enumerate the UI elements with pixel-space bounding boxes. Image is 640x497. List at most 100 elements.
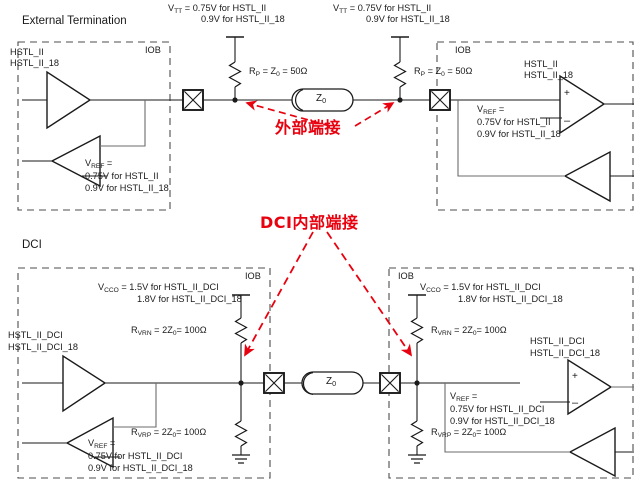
vref-left-v: V xyxy=(85,158,92,168)
top-right-io-pad-x xyxy=(431,91,449,109)
bottom-left-rvrp-resistor xyxy=(234,420,248,447)
bottom-left-ground-icon xyxy=(232,454,250,464)
rvrp-left-sub: VRP xyxy=(137,431,152,439)
vtt-right-sub: TT xyxy=(339,7,348,15)
top-right-receiver-standard-2: HSTL_II_18 xyxy=(524,70,574,80)
top-left-driver-standard-1: HSTL_II xyxy=(10,47,44,57)
rvrn-left-r: R xyxy=(131,325,138,335)
rvrn-right-val: = 100Ω xyxy=(476,325,507,335)
rvrn-right-r: R xyxy=(431,325,438,335)
bottom-right-receiver-standard-1: HSTL_II_DCI xyxy=(530,336,585,346)
top-right-rp-resistor xyxy=(393,61,407,88)
bottom-right-iob-box xyxy=(388,267,634,479)
rp-right-sub: P xyxy=(420,70,426,78)
top-left-receiver-triangle xyxy=(50,134,101,188)
rp-right-sub2: 0 xyxy=(441,70,445,78)
bottom-left-vref-line2: 0.75V for HSTL_II_DCI xyxy=(88,451,183,461)
bottom-left-vcco-label: VCCO = 1.5V for HSTL_II_DCI xyxy=(98,282,219,296)
rp-left-val: = 50Ω xyxy=(279,66,308,76)
bottom-right-vcco-line2: 1.8V for HSTL_II_DCI_18 xyxy=(458,294,563,304)
dci-internal-termination-arrow-right xyxy=(326,231,413,357)
b-vref-left-v: V xyxy=(88,438,95,448)
bottom-z0-sub: 0 xyxy=(332,379,337,389)
top-left-driver-triangle xyxy=(46,70,92,130)
top-z0-sub: 0 xyxy=(322,96,327,106)
bottom-left-rvrp-label: RVRP = 2Z0= 100Ω xyxy=(131,427,206,441)
bottom-section-title: DCI xyxy=(22,239,42,251)
vtt-right-rest: = 0.75V for HSTL_II xyxy=(347,3,432,13)
vref-left-eq: = xyxy=(104,158,113,168)
rvrp-right-sub: VRP xyxy=(437,431,452,439)
top-transmission-line-end-cap xyxy=(294,89,304,111)
bottom-right-comparator-plus-sign: + xyxy=(572,371,578,382)
bottom-right-comparator-minus-sign: – xyxy=(572,397,579,409)
rvrp-left-sub2: 0 xyxy=(172,431,177,439)
top-left-vtt-label-line2: 0.9V for HSTL_II_18 xyxy=(201,14,285,24)
rp-left-r: R xyxy=(249,66,256,76)
bottom-left-receiver-feedback-wire xyxy=(113,383,157,428)
rvrn-right-eq: = 2Z xyxy=(451,325,473,335)
bottom-left-iob-label: IOB xyxy=(245,271,261,281)
b-vref-right-sub: REF xyxy=(456,395,470,403)
vtt-left-rest: = 0.75V for HSTL_II xyxy=(182,3,267,13)
bottom-right-driver-output-wire xyxy=(444,383,570,453)
rvrn-right-sub: VRN xyxy=(437,329,452,337)
top-left-iob-box xyxy=(17,41,171,211)
dci-internal-termination-annotation: DCI内部端接 xyxy=(260,213,359,232)
b-vref-left-sub: REF xyxy=(94,442,108,450)
rvrp-right-r: R xyxy=(431,427,438,437)
vtt-left-v: V xyxy=(168,3,175,13)
vref-right-v: V xyxy=(477,104,484,114)
rvrp-left-r: R xyxy=(131,427,138,437)
top-right-vtt-label: VTT = 0.75V for HSTL_II xyxy=(333,3,431,17)
b-vref-left-eq: = xyxy=(107,438,116,448)
rvrp-right-sub2: 0 xyxy=(472,431,477,439)
vref-right-eq: = xyxy=(496,104,505,114)
bottom-right-vref-line2: 0.75V for HSTL_II_DCI xyxy=(450,404,545,414)
bottom-right-rvrp-resistor xyxy=(410,420,424,447)
top-right-vref-line3: 0.9V for HSTL_II_18 xyxy=(477,129,561,139)
top-right-vref-line2: 0.75V for HSTL_II xyxy=(477,117,551,127)
top-right-rp-label: RP = Z0 = 50Ω xyxy=(414,66,472,80)
vcco-right-rest: = 1.5V for HSTL_II_DCI xyxy=(440,282,541,292)
bottom-left-driver-standard-2: HSTL_II_DCI_18 xyxy=(8,342,78,352)
top-right-iob-label: IOB xyxy=(455,45,471,55)
top-left-driver-standard-2: HSTL_II_18 xyxy=(10,58,60,68)
b-vref-right-v: V xyxy=(450,391,457,401)
top-left-receiver-feedback-wire xyxy=(100,100,146,147)
vref-right-sub: REF xyxy=(483,108,497,116)
rp-right-eq: = Z xyxy=(425,66,442,76)
top-section-title: External Termination xyxy=(22,15,127,27)
external-termination-arrow-left xyxy=(245,100,331,127)
vtt-right-v: V xyxy=(333,3,340,13)
bottom-right-rvrp-label: RVRP = 2Z0= 100Ω xyxy=(431,427,506,441)
rvrn-left-sub: VRN xyxy=(137,329,152,337)
bottom-left-io-pad-x xyxy=(265,374,283,392)
b-vref-right-eq: = xyxy=(469,391,478,401)
rvrn-left-val: = 100Ω xyxy=(176,325,207,335)
bottom-right-vref-line3: 0.9V for HSTL_II_DCI_18 xyxy=(450,416,555,426)
rvrn-left-sub2: 0 xyxy=(172,329,177,337)
bottom-left-vcco-line2: 1.8V for HSTL_II_DCI_18 xyxy=(137,294,242,304)
rp-left-sub: P xyxy=(255,70,261,78)
rvrn-right-sub2: 0 xyxy=(472,329,477,337)
bottom-right-rvrn-label: RVRN = 2Z0= 100Ω xyxy=(431,325,507,339)
vcco-left-v: V xyxy=(98,282,105,292)
rvrp-right-val: = 100Ω xyxy=(476,427,507,437)
vtt-left-sub: TT xyxy=(174,7,183,15)
bottom-right-comparator-triangle xyxy=(567,358,613,416)
rvrp-left-val: = 100Ω xyxy=(176,427,207,437)
bottom-right-driver-triangle xyxy=(568,426,616,478)
top-z0-label: Z0 xyxy=(316,93,326,106)
bottom-z0-label: Z0 xyxy=(326,376,336,389)
rp-right-r: R xyxy=(414,66,421,76)
top-left-iob-label: IOB xyxy=(145,45,161,55)
top-right-vref-label: VREF = xyxy=(477,104,504,118)
top-right-driver-output-wire xyxy=(457,100,565,177)
top-left-io-pad-x xyxy=(184,91,202,109)
dci-internal-termination-arrow-left xyxy=(244,231,314,357)
rvrp-right-eq: = 2Z xyxy=(451,427,473,437)
bottom-right-vref-label: VREF = xyxy=(450,391,477,405)
rp-left-sub2: 0 xyxy=(276,70,280,78)
bottom-right-rvrn-resistor xyxy=(410,317,424,344)
